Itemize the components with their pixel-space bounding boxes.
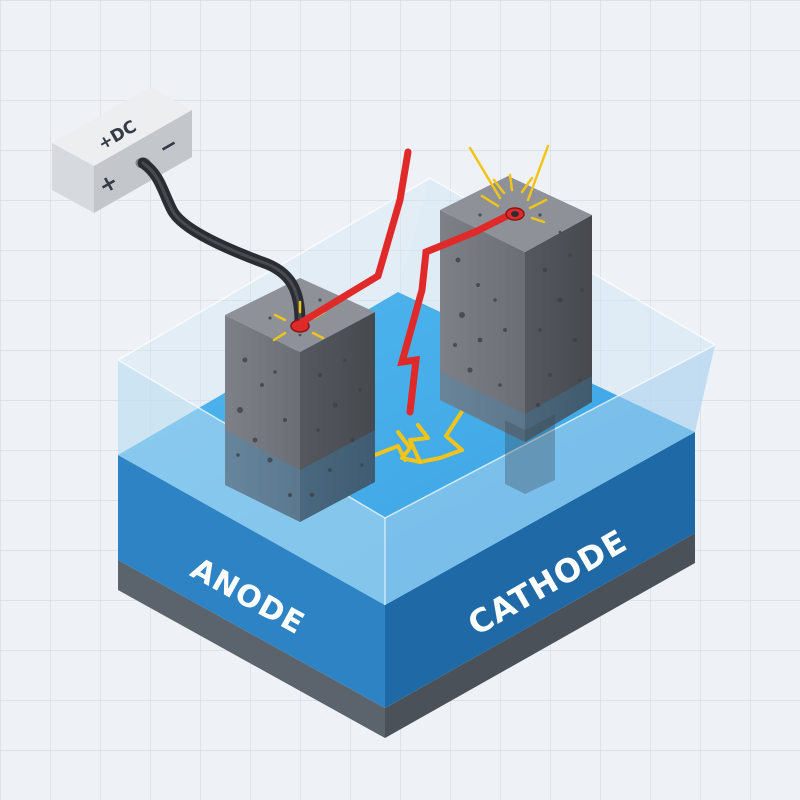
spark-path-3 [418, 400, 470, 464]
tank-wall-right [385, 432, 695, 708]
anode-submerged-shade [225, 430, 375, 522]
anode-face-left [225, 315, 300, 522]
cathode-terminal-sparks [468, 144, 550, 224]
tank-base-strip-left [118, 560, 385, 738]
cathode-submerged-shade [440, 372, 592, 442]
current-paths [298, 148, 519, 416]
current-path-cathode [397, 208, 519, 416]
psu-face-front [52, 143, 94, 213]
cathode-face-left [440, 210, 525, 442]
dc-power-supply: +DC + − [52, 87, 192, 213]
surface-sparks [373, 400, 470, 464]
tank-base-strip-right [385, 533, 695, 738]
cathode-pores [453, 213, 584, 408]
cathode-face-right [525, 215, 592, 442]
glass-front-right [385, 345, 715, 605]
cathode-reflection [505, 414, 555, 494]
tank-wall-left [118, 455, 385, 708]
psu-face-top [52, 87, 192, 166]
anode-pores [236, 298, 364, 498]
anode-face-right [300, 312, 375, 522]
dc-wire-highlight [141, 161, 302, 324]
anode-block [225, 278, 375, 522]
current-path-anode [298, 148, 412, 326]
cathode-terminal [468, 144, 550, 224]
